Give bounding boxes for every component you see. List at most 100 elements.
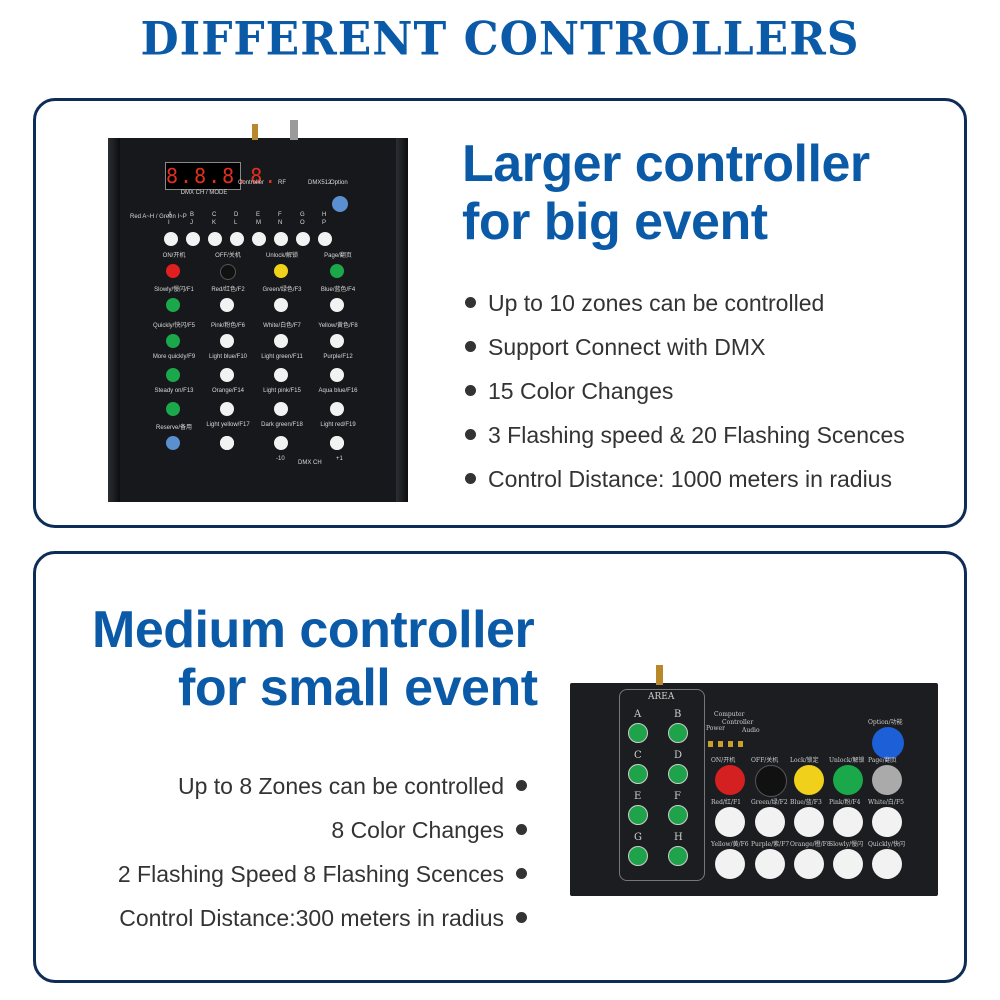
function-button[interactable] (330, 298, 344, 312)
area-button[interactable] (668, 846, 688, 866)
option-button[interactable] (332, 196, 348, 212)
function-button[interactable] (274, 298, 288, 312)
function-button[interactable] (715, 807, 745, 837)
zone-label: E (256, 212, 261, 218)
minus-button[interactable] (220, 436, 234, 450)
zone-label: P (322, 220, 327, 226)
area-button[interactable] (668, 805, 688, 825)
function-button[interactable] (794, 849, 824, 879)
function-button[interactable] (872, 849, 902, 879)
plus-button[interactable] (330, 436, 344, 450)
function-button[interactable] (166, 334, 180, 348)
large-feature: 15 Color Changes (465, 378, 673, 405)
button-label: Red/红/F1 (711, 799, 741, 806)
function-button[interactable] (833, 807, 863, 837)
segment-display: 8.8.8.8. (165, 162, 279, 190)
button-label: White/白色/F7 (263, 323, 301, 329)
medium-feature: 8 Color Changes (331, 817, 527, 844)
function-button[interactable] (794, 765, 824, 795)
bullet-icon (465, 473, 476, 485)
function-button[interactable] (755, 849, 785, 879)
function-button[interactable] (330, 334, 344, 348)
function-button[interactable] (166, 298, 180, 312)
zone-label: M (256, 220, 261, 226)
function-button[interactable] (833, 849, 863, 879)
button-label: Aqua blue/F16 (318, 388, 358, 394)
function-button[interactable] (220, 298, 234, 312)
zone-button[interactable] (208, 232, 222, 246)
zone-button[interactable] (164, 232, 178, 246)
bottom-label: -10 (276, 456, 285, 462)
option-button[interactable] (872, 727, 904, 759)
function-button[interactable] (755, 807, 785, 837)
button-label: Blue/蓝色/F4 (320, 287, 356, 293)
function-button[interactable] (220, 402, 234, 416)
area-button[interactable] (628, 846, 648, 866)
zone-button[interactable] (318, 232, 332, 246)
function-button[interactable] (872, 765, 902, 795)
button-label: Pink/粉色/F6 (210, 323, 245, 329)
medium-feature: Control Distance:300 meters in radius (119, 905, 527, 932)
zone-label: A (168, 212, 173, 218)
function-button[interactable] (166, 264, 180, 278)
function-button[interactable] (715, 765, 745, 795)
function-button[interactable] (220, 264, 236, 280)
large-feature: Control Distance: 1000 meters in radius (465, 466, 892, 493)
function-button[interactable] (274, 368, 288, 382)
area-button[interactable] (628, 764, 648, 784)
button-label: OFF/关机 (215, 253, 241, 259)
area-button[interactable] (628, 723, 648, 743)
function-button[interactable] (330, 264, 344, 278)
zone-button[interactable] (252, 232, 266, 246)
function-button[interactable] (220, 334, 234, 348)
medium-heading-line2: for small event (178, 659, 538, 717)
function-button[interactable] (755, 765, 787, 797)
function-button[interactable] (330, 402, 344, 416)
function-button[interactable] (330, 368, 344, 382)
button-label: Yellow/黄色/F8 (318, 323, 358, 329)
function-button[interactable] (794, 807, 824, 837)
button-label: OFF/关机 (751, 757, 779, 764)
function-button[interactable] (220, 368, 234, 382)
function-button[interactable] (833, 765, 863, 795)
button-label: Light yellow/F17 (206, 422, 250, 428)
button-label: Light pink/F15 (263, 388, 301, 394)
zone-label: H (322, 212, 327, 218)
area-letter: E (634, 791, 642, 802)
large-feature: Up to 10 zones can be controlled (465, 290, 824, 317)
button-label: Reserve/备用 (155, 425, 192, 431)
area-letter: B (674, 709, 682, 720)
antenna-icon (656, 665, 663, 685)
zone-button[interactable] (230, 232, 244, 246)
function-button[interactable] (274, 334, 288, 348)
area-letter: D (674, 750, 683, 761)
button-label: ON/开机 (162, 253, 186, 259)
function-button[interactable] (166, 402, 180, 416)
function-button[interactable] (872, 807, 902, 837)
function-button[interactable] (274, 264, 288, 278)
button-label: Unlock/解锁 (265, 253, 298, 259)
zone-label: K (212, 220, 217, 226)
area-button[interactable] (628, 805, 648, 825)
button-label: Orange/F14 (211, 388, 245, 394)
zone-button[interactable] (274, 232, 288, 246)
function-button[interactable] (715, 849, 745, 879)
area-button[interactable] (668, 764, 688, 784)
button-label: Light blue/F10 (208, 354, 248, 360)
status-label: Computer (714, 711, 745, 718)
area-label: AREA (648, 692, 675, 702)
function-button[interactable] (274, 402, 288, 416)
large-feature: Support Connect with DMX (465, 334, 765, 361)
zone-button[interactable] (296, 232, 310, 246)
zone-label: G (300, 212, 305, 218)
area-button[interactable] (668, 723, 688, 743)
zone-button[interactable] (186, 232, 200, 246)
medium-feature: 2 Flashing Speed 8 Flashing Scences (118, 861, 527, 888)
function-button[interactable] (166, 368, 180, 382)
bullet-icon (465, 385, 476, 397)
function-button[interactable] (274, 436, 288, 450)
zone-row-label: Red A~H / Green I~P (130, 214, 187, 220)
function-button[interactable] (166, 436, 180, 450)
bullet-icon (465, 429, 476, 441)
medium-heading-line1: Medium controller (92, 601, 535, 659)
